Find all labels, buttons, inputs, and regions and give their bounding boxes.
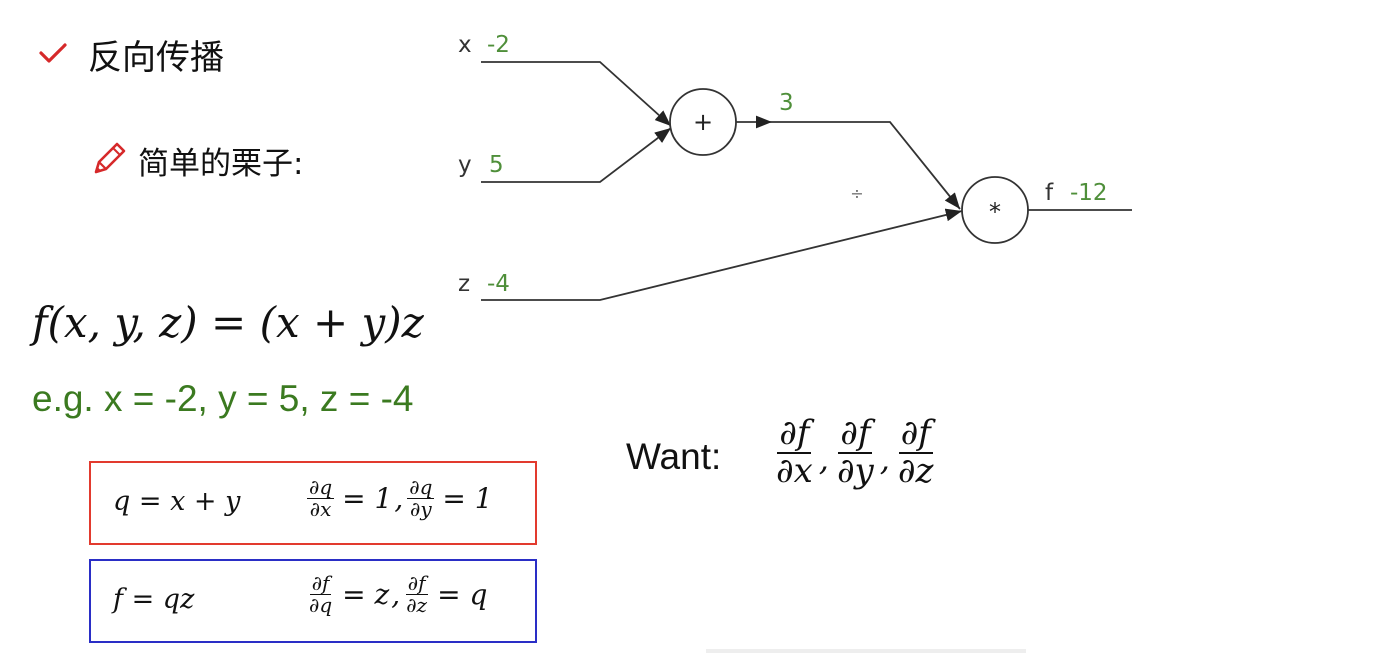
input-z-label: z	[458, 271, 470, 297]
add-gate-derivatives: ∂q ∂x = 1 , ∂q ∂y = 1	[305, 477, 499, 520]
add-node-value: 3	[779, 90, 794, 116]
subheading: 简单的栗子:	[90, 138, 303, 183]
want-label: Want:	[626, 436, 722, 477]
df-dz: ∂f ∂z	[405, 571, 428, 617]
mul-gate-box: f = qz ∂f ∂q = z , ∂f ∂z = q	[89, 559, 537, 643]
add-gate-equation: q = x + y	[113, 486, 241, 517]
edge-x	[481, 61, 672, 127]
output-f-label: f	[1045, 180, 1054, 206]
want-df-dy: ∂f ∂y	[836, 413, 874, 491]
input-y-label: y	[458, 152, 472, 178]
output-f-value: -12	[1070, 180, 1108, 206]
bottom-divider	[706, 649, 1026, 653]
df-dq-rhs: = z	[342, 578, 390, 611]
subheading-text: 简单的栗子:	[138, 146, 304, 182]
checkmark-icon	[38, 41, 68, 69]
cursor-symbol: ÷	[850, 184, 863, 203]
mul-gate-equation: f = qz	[113, 584, 195, 615]
add-node-symbol: +	[693, 108, 713, 136]
section-heading: 反向传播	[38, 30, 224, 79]
edge-q-to-mul	[772, 121, 961, 210]
want-derivatives: ∂f ∂x , ∂f ∂y , ∂f ∂z	[772, 413, 937, 491]
input-x-value: -2	[487, 32, 510, 58]
df-dq: ∂f ∂q	[309, 571, 333, 617]
df-dz-rhs: = q	[437, 578, 488, 611]
mul-gate-derivatives: ∂f ∂q = z , ∂f ∂z = q	[305, 573, 493, 616]
want-df-dz: ∂f ∂z	[897, 413, 934, 491]
dq-dy: ∂q ∂y	[407, 475, 435, 521]
function-formula: f(x, y, z) = (x + y)z	[32, 298, 424, 347]
want-separator: ,	[879, 439, 890, 478]
want-df-dx: ∂f ∂x	[776, 413, 813, 491]
deriv-separator: ,	[394, 482, 404, 515]
add-node	[669, 88, 737, 156]
want-separator: ,	[818, 439, 829, 478]
mul-node	[961, 176, 1029, 244]
input-x-label: x	[458, 32, 472, 58]
add-gate-box: q = x + y ∂q ∂x = 1 , ∂q ∂y = 1	[89, 461, 537, 545]
pencil-icon	[90, 140, 128, 182]
edge-y	[481, 127, 672, 183]
edge-z	[481, 208, 963, 301]
input-z-value: -4	[487, 271, 510, 297]
deriv-separator: ,	[391, 578, 401, 611]
dq-dx-rhs: = 1	[342, 482, 393, 515]
mul-node-symbol: *	[989, 198, 1001, 226]
example-values: e.g. x = -2, y = 5, z = -4	[32, 378, 414, 419]
input-y-value: 5	[489, 152, 504, 178]
dq-dy-rhs: = 1	[442, 482, 493, 515]
heading-text: 反向传播	[88, 38, 224, 78]
dq-dx: ∂q ∂x	[307, 475, 335, 521]
